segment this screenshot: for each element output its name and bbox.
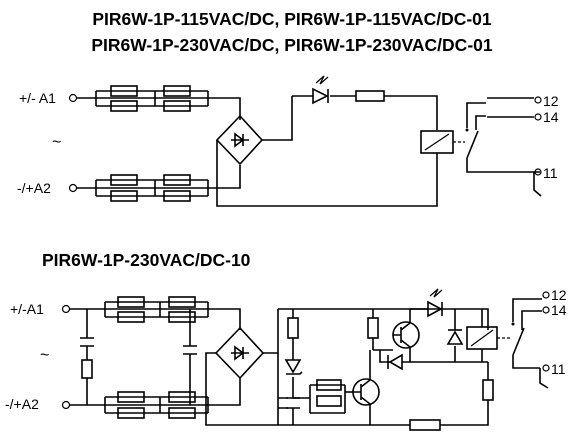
- led-2: [410, 288, 443, 318]
- resistor-pair-mid: [310, 379, 353, 414]
- resistor-top-mid-wire: [372, 309, 393, 351]
- title-line-2: PIR6W-1P-230VAC/DC, PIR6W-1P-230VAC/DC-0…: [91, 35, 493, 55]
- resistor-top-mid: [367, 317, 379, 339]
- led-and-resistor: [292, 75, 438, 130]
- transistor-upper: [392, 309, 420, 362]
- led-light-icon: [315, 75, 329, 85]
- diode-horizontal: [379, 350, 445, 371]
- ac-tilde-label-2: ~: [40, 347, 49, 364]
- resistor-network-bottom: [77, 165, 241, 202]
- contact-11-label: 11: [543, 165, 558, 181]
- title-line-1: PIR6W-1P-115VAC/DC, PIR6W-1P-115VAC/DC-0…: [92, 9, 492, 29]
- title-line-3: PIR6W-1P-230VAC/DC-10: [42, 250, 251, 270]
- bridge-rectifier: [215, 96, 438, 207]
- relay-contacts-2: [511, 291, 550, 389]
- terminal-a2-2: [61, 400, 71, 410]
- diagram-2: +/-A1 ~ -/+A2: [5, 287, 567, 431]
- resistor-bottom: [409, 419, 441, 431]
- terminal-a2-label-2: -/+A2: [5, 396, 39, 412]
- input-filter: [70, 296, 241, 419]
- diagram-1: +/- A1 ~ -/+A2: [17, 75, 559, 207]
- ac-tilde-label: ~: [52, 134, 61, 151]
- contact-14-label-2: 14: [551, 302, 567, 318]
- terminal-a1-2: [61, 304, 71, 314]
- contact-14-label: 14: [543, 109, 559, 125]
- led-light-icon-2: [429, 288, 443, 298]
- contact-12-label: 12: [543, 93, 559, 109]
- terminal-a1-label: +/- A1: [19, 90, 56, 106]
- contact-11-label-2: 11: [551, 361, 566, 377]
- main-rails: [277, 308, 489, 426]
- zener-stage: [278, 309, 311, 425]
- terminal-a2: [68, 183, 78, 193]
- relay-contacts-1: [465, 96, 542, 197]
- terminal-a1-label-2: +/-A1: [10, 301, 44, 317]
- transistor-lower: [352, 350, 380, 425]
- terminal-a2-label: -/+A2: [17, 180, 51, 196]
- resistor-network-top: [77, 85, 241, 120]
- relay-coil-2: [445, 309, 510, 401]
- bridge-rectifier-2: [205, 326, 278, 426]
- contact-12-label-2: 12: [551, 287, 567, 303]
- terminal-a1: [68, 93, 78, 103]
